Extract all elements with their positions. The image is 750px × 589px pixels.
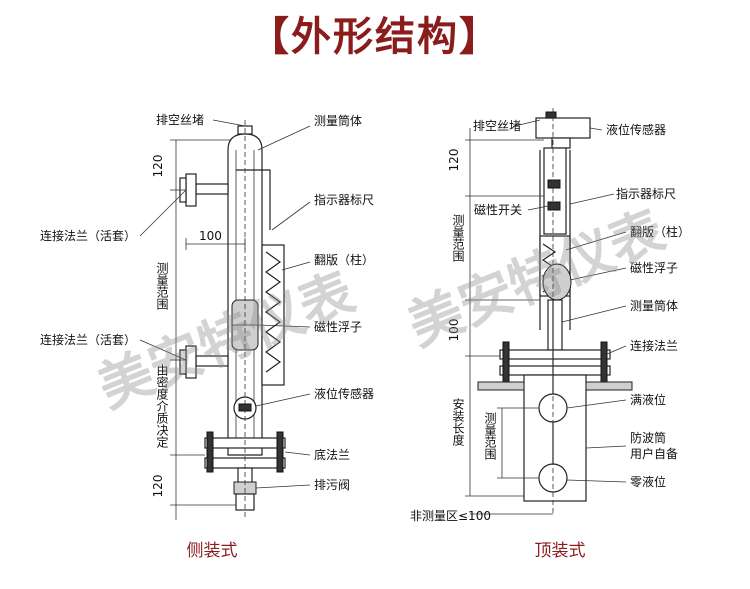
side-label-drain: 排污阀 xyxy=(314,478,350,492)
side-dim-bottom-120: 120 xyxy=(151,475,165,498)
top-upper-chamber xyxy=(543,147,567,235)
side-caption: 侧装式 xyxy=(187,541,238,561)
top-dim-range: 测量范围 xyxy=(451,214,465,262)
top-label-flange: 连接法兰 xyxy=(630,338,678,353)
top-dim-range2: 测量范围 xyxy=(483,412,497,460)
side-label-flange-top: 连接法兰（活套） xyxy=(40,228,136,243)
page-title: 【外形结构】 xyxy=(249,14,501,60)
top-label-switch: 磁性开关 xyxy=(474,202,522,217)
top-label-flip: 翻版（柱） xyxy=(630,224,690,239)
top-dim-install-length: 安装长度 xyxy=(451,397,465,446)
top-dim-100: 100 xyxy=(447,319,461,342)
side-dim-width-100: 100 xyxy=(199,229,222,243)
top-mount-drawing xyxy=(465,108,633,515)
top-label-zero: 零液位 xyxy=(630,474,666,489)
top-label-user-supply: 用户自备 xyxy=(630,446,678,461)
top-dim-top-120: 120 xyxy=(447,149,461,172)
top-label-tube: 测量筒体 xyxy=(630,298,678,313)
side-dim-range: 测量范围 xyxy=(155,262,169,310)
side-dim-top-120: 120 xyxy=(151,155,165,178)
top-label-scale: 指示器标尺 xyxy=(616,186,676,201)
top-magnetic-switch xyxy=(547,179,561,189)
top-label-float: 磁性浮子 xyxy=(630,260,678,275)
side-mount-drawing xyxy=(139,119,311,520)
top-label-sensor: 液位传感器 xyxy=(606,122,666,137)
side-flip-columns xyxy=(264,251,282,373)
watermark-right: 美安特仪表 xyxy=(399,198,673,358)
top-dim-non-range: 非测量区≤100 xyxy=(410,509,491,523)
side-label-flange-bottom: 连接法兰（活套） xyxy=(40,332,136,347)
top-connecting-flange xyxy=(499,349,611,360)
top-label-full: 满液位 xyxy=(630,392,666,407)
side-label-flip: 翻版（柱） xyxy=(314,252,374,267)
top-measuring-tube xyxy=(547,299,563,351)
top-label-vent-plug: 排空丝堵 xyxy=(473,119,521,133)
top-level-sensor xyxy=(535,117,591,139)
side-main-chamber xyxy=(227,133,263,456)
top-label-wave-tube: 防波筒 xyxy=(630,430,666,445)
side-label-vent-plug: 排空丝堵 xyxy=(156,113,204,127)
side-indicator-scale xyxy=(261,244,285,386)
side-label-scale: 指示器标尺 xyxy=(314,192,374,207)
side-label-float: 磁性浮子 xyxy=(314,319,362,334)
side-label-sensor: 液位传感器 xyxy=(314,386,374,401)
side-label-base-flange: 底法兰 xyxy=(314,447,350,462)
side-upper-pipe xyxy=(195,183,229,195)
top-caption: 顶装式 xyxy=(535,541,586,561)
side-dim-medium: 由密度介质决定 xyxy=(155,364,169,449)
side-upper-flange xyxy=(185,173,197,207)
side-label-tube: 测量筒体 xyxy=(314,113,362,128)
